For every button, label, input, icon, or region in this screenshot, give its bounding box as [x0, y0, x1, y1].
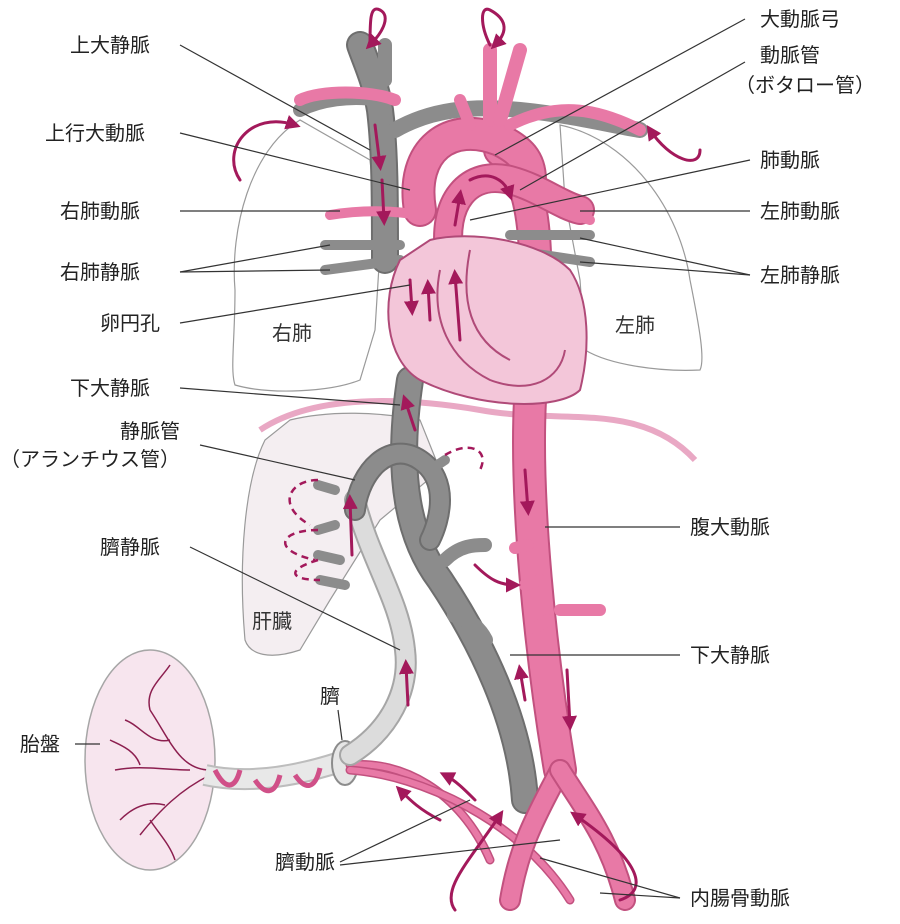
umbilical-vein [339, 489, 417, 766]
aortic-arch [294, 43, 646, 227]
right-lung-shape [232, 119, 381, 392]
liver-dashed-flows [283, 446, 484, 582]
label-aortic-arch: 大動脈弓 [760, 7, 840, 31]
label-left-pulmonary-veins: 左肺静脈 [760, 263, 840, 287]
label-umbilical-artery: 臍動脈 [275, 850, 335, 874]
flow-arrows [232, 7, 702, 912]
label-ductus-venosus: 静脈管 [120, 419, 180, 443]
label-placenta: 胎盤 [20, 732, 60, 756]
label-right-pulmonary-veins: 右肺静脈 [60, 260, 140, 284]
pulmonary-artery [325, 163, 595, 275]
label-internal-iliac-artery: 内腸骨動脈 [690, 886, 790, 910]
label-left-pulmonary-artery: 左肺動脈 [760, 199, 840, 223]
label-superior-vena-cava: 上大静脈 [70, 33, 150, 57]
label-ascending-aorta: 上行大動脈 [45, 121, 145, 145]
left-lung-shape [559, 124, 703, 371]
ductus-venosus [313, 442, 451, 590]
label-ductus-arteriosus-alt: （ボタロー管） [735, 73, 875, 97]
label-left-lung: 左肺 [615, 313, 655, 337]
label-umbilical-vein: 臍静脈 [100, 535, 160, 559]
umbilical-cord [202, 751, 344, 794]
umbilical-arteries [345, 759, 575, 905]
label-right-pulmonary-artery: 右肺動脈 [60, 199, 140, 223]
label-right-lung: 右肺 [272, 321, 312, 345]
diaphragm-line [258, 398, 698, 463]
placenta-shape [84, 649, 216, 871]
label-umbilicus: 臍 [320, 684, 340, 708]
label-liver: 肝臓 [252, 609, 292, 633]
label-pulmonary-artery: 肺動脈 [760, 148, 820, 172]
heart [387, 235, 588, 405]
superior-vena-cava [293, 31, 648, 274]
label-foramen-ovale: 卵円孔 [100, 311, 160, 335]
label-ductus-venosus-alt: （アランチウス管） [0, 447, 180, 471]
label-abdominal-aorta: 腹大動脈 [690, 515, 770, 539]
label-inferior-vena-cava-lower: 下大静脈 [690, 643, 770, 667]
leader-lines [75, 18, 751, 899]
liver-shape [241, 412, 441, 656]
label-inferior-vena-cava-upper: 下大静脈 [70, 376, 150, 400]
label-ductus-arteriosus: 動脈管 [760, 43, 820, 67]
